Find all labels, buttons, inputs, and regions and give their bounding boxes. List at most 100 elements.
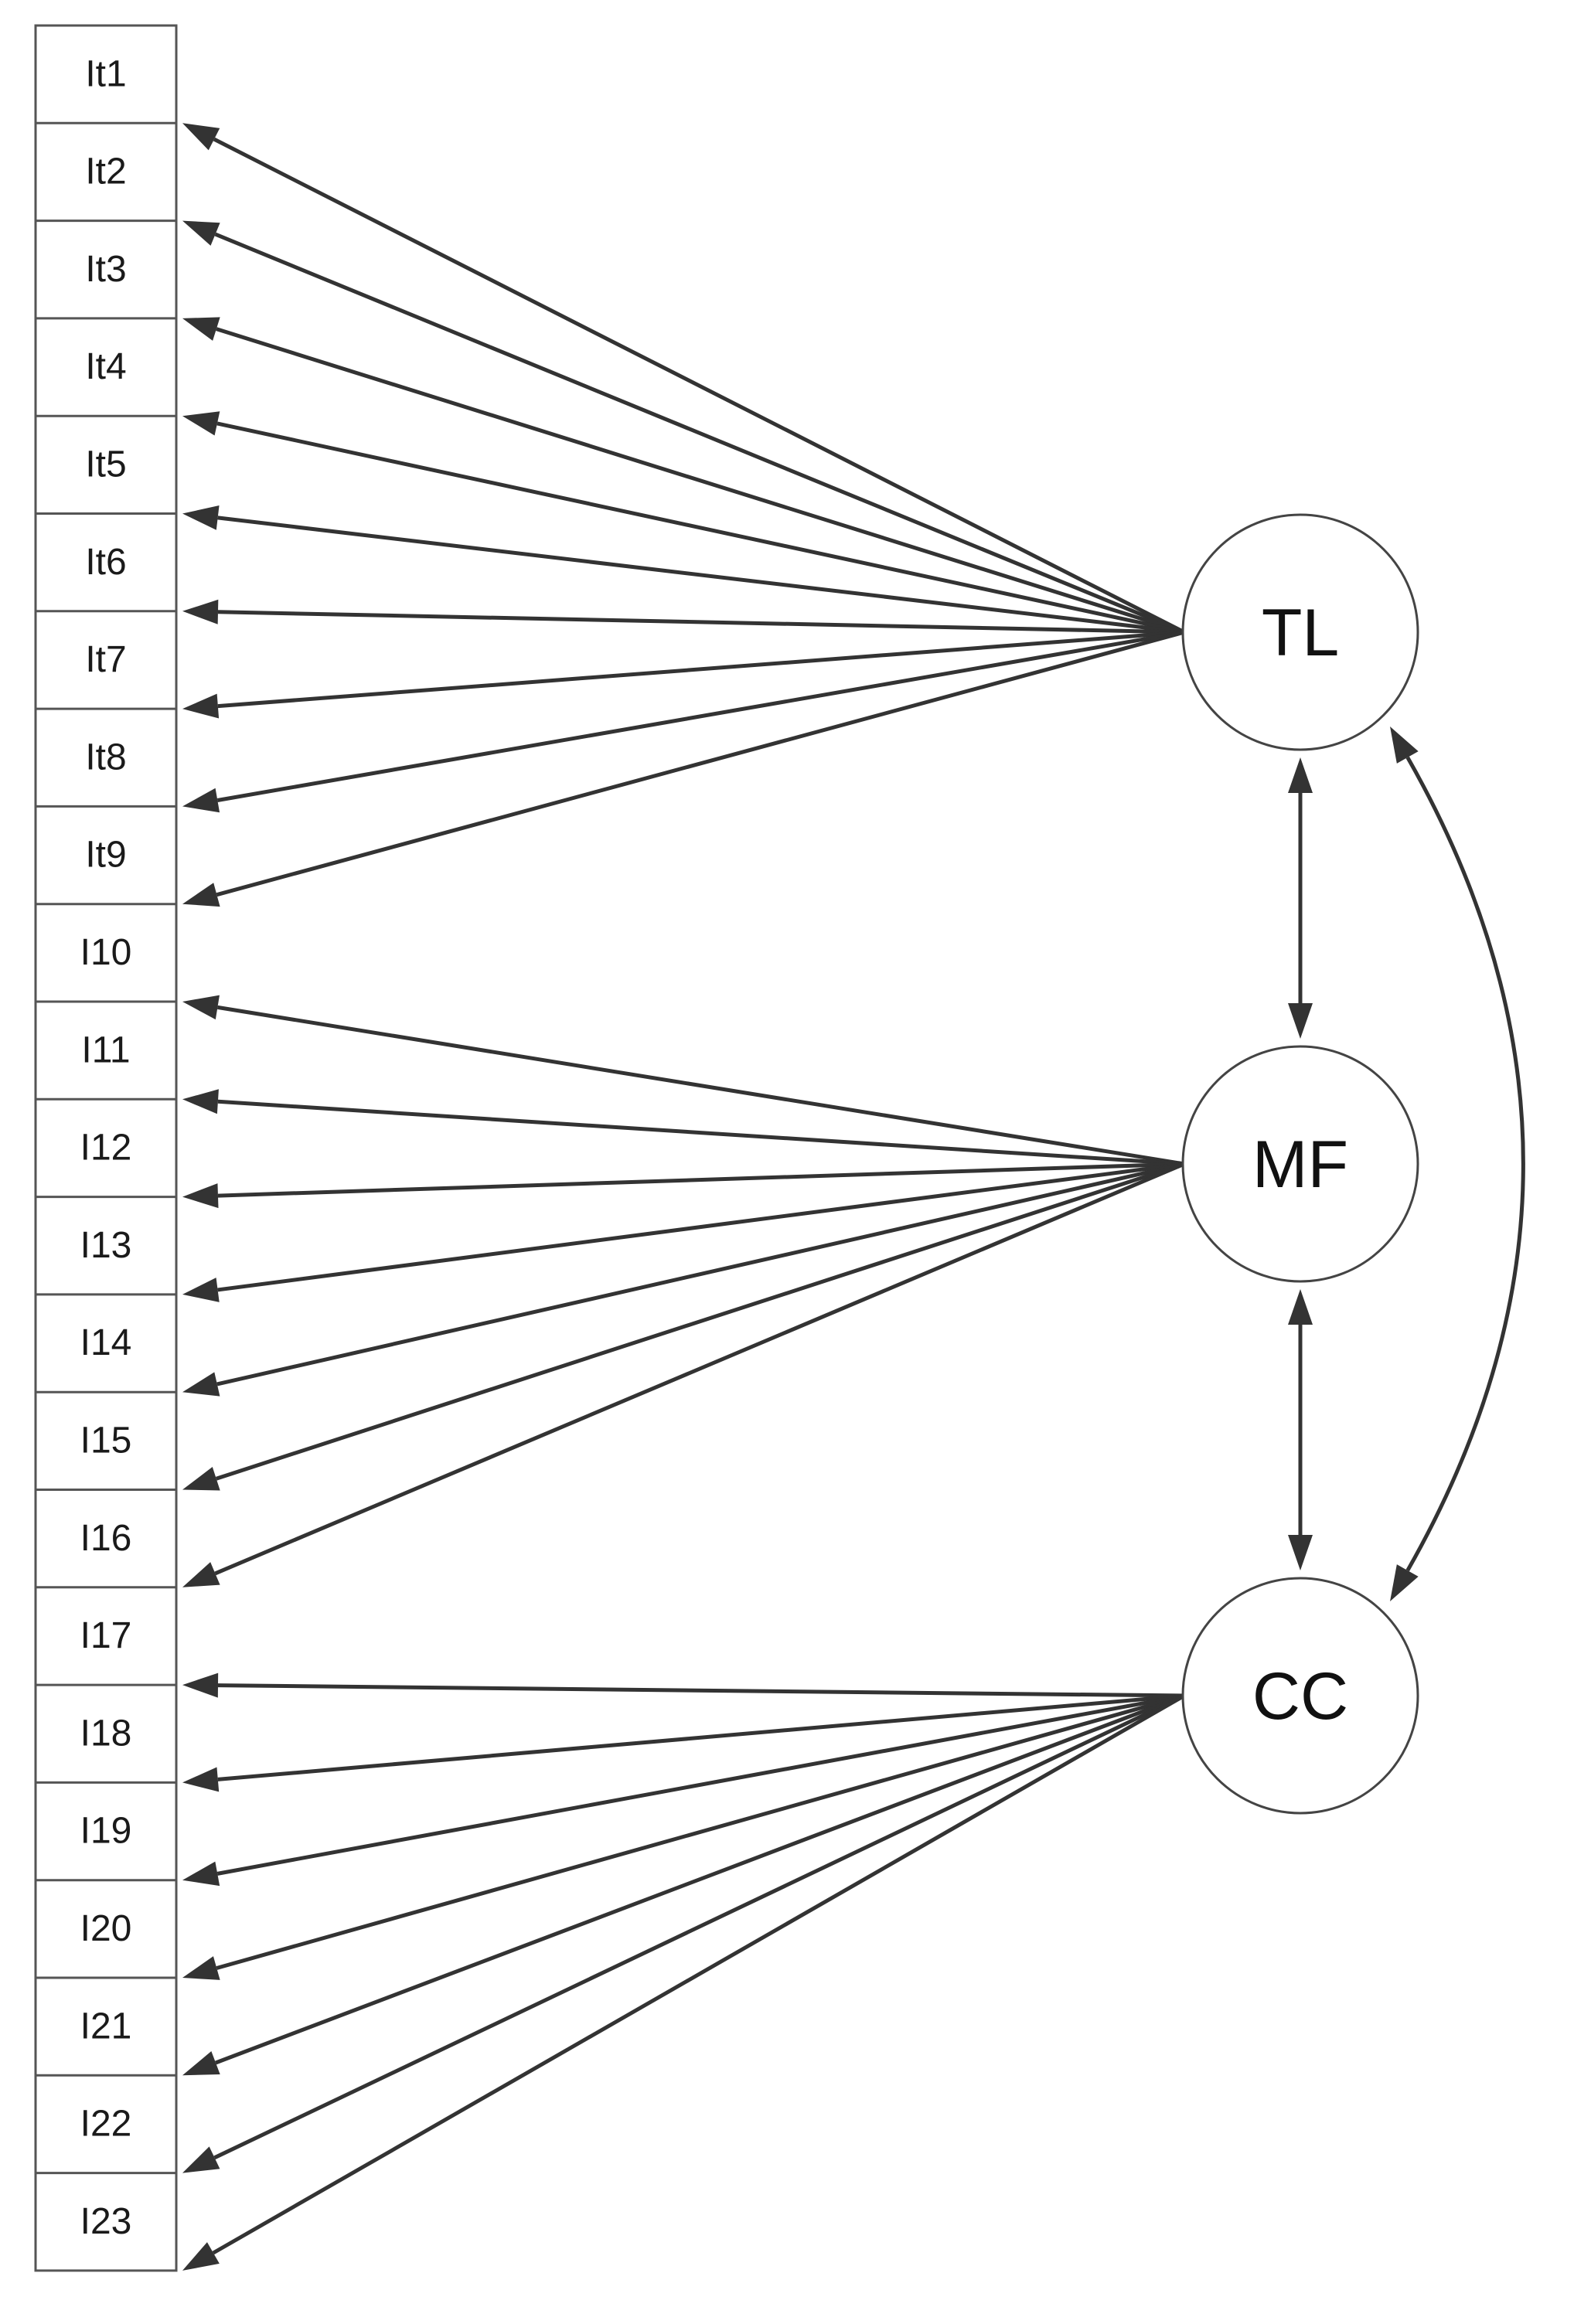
indicator-label: I18: [80, 1713, 132, 1754]
indicator-box-it4: It4: [36, 317, 176, 387]
loading-arrow-cc-i20: [182, 1693, 1185, 1980]
arrowhead: [182, 411, 220, 436]
arrowhead: [182, 1467, 220, 1491]
indicator-box-it5: It5: [36, 414, 176, 485]
factor-circle: [1181, 1577, 1419, 1815]
indicator-box-i22: I22: [36, 2074, 176, 2145]
indicator-column-frame: [34, 24, 178, 2272]
indicator-box-i12: I12: [36, 1097, 176, 1169]
loading-line: [216, 1693, 1185, 1876]
indicator-box-it1: It1: [85, 53, 126, 94]
loading-line: [215, 1693, 1185, 2065]
indicator-box-i13: I13: [36, 1196, 176, 1266]
indicator-label: I11: [81, 1029, 130, 1070]
indicator-box-i16: I16: [36, 1489, 176, 1559]
indicator-box-i23: I23: [36, 2172, 176, 2242]
arrowhead: [182, 2242, 220, 2271]
indicator-label: I20: [80, 1908, 132, 1949]
loading-arrow-mf-i13: [182, 1162, 1185, 1302]
indicator-label: I12: [80, 1128, 132, 1169]
factor-cc: CC: [1181, 1577, 1419, 1815]
indicator-box-i15: I15: [36, 1390, 176, 1461]
loading-arrow-tl-it4: [182, 411, 1185, 635]
indicator-box-it2: It2: [36, 121, 176, 192]
loading-arrow-mf-i10: [182, 995, 1185, 1166]
factor-mf: MF: [1181, 1045, 1419, 1283]
correlation-curve: [1405, 756, 1525, 1572]
arrowhead: [182, 1183, 219, 1209]
arrowhead: [182, 317, 220, 341]
correlation-arrows-layer: [1288, 726, 1525, 1601]
indicator-box-i21: I21: [36, 1976, 176, 2047]
loading-arrow-tl-it5: [182, 505, 1185, 635]
factor-circle: [1181, 1045, 1419, 1283]
loading-arrow-tl-it2: [182, 220, 1185, 635]
loading-line: [216, 1693, 1185, 1970]
loading-line: [217, 515, 1185, 635]
indicator-label: I21: [80, 2006, 132, 2047]
indicator-box-i14: I14: [36, 1293, 176, 1363]
indicator-box-i19: I19: [36, 1781, 176, 1852]
arrowhead: [182, 220, 220, 246]
loading-line: [217, 610, 1185, 635]
loading-arrow-tl-it1: [182, 123, 1186, 635]
indicator-label: It9: [85, 835, 126, 876]
loading-line: [212, 1693, 1186, 2255]
arrowhead: [182, 1372, 220, 1397]
factor-label: TL: [1262, 596, 1339, 670]
loading-arrow-cc-i18: [182, 1693, 1185, 1792]
loading-arrow-cc-i23: [182, 1693, 1186, 2271]
indicator-label: I16: [80, 1518, 132, 1559]
loading-arrow-mf-i11: [182, 1089, 1185, 1166]
indicator-label: It3: [85, 249, 126, 290]
arrowhead: [182, 1089, 219, 1114]
indicator-box-it9: It9: [36, 805, 176, 876]
indicator-label: It8: [85, 737, 126, 778]
indicator-label: It6: [85, 542, 126, 583]
loading-line: [217, 1683, 1185, 1698]
loading-line: [213, 1693, 1186, 2160]
loading-arrow-mf-i14: [182, 1162, 1185, 1397]
indicator-box-it8: It8: [36, 707, 176, 778]
indicator-label: It2: [85, 151, 126, 192]
indicator-box-i17: I17: [36, 1586, 176, 1656]
loading-arrow-tl-it6: [182, 599, 1185, 635]
loading-line: [215, 1162, 1185, 1481]
loading-arrow-mf-i12: [182, 1162, 1185, 1209]
arrowhead: [182, 123, 220, 151]
loading-line: [217, 1693, 1185, 1781]
arrowhead: [182, 1278, 220, 1302]
loading-line: [217, 1162, 1185, 1198]
indicator-box-i18: I18: [36, 1683, 176, 1754]
correlation-arrow-mf-cc: [1288, 1289, 1313, 1570]
loading-line: [216, 630, 1185, 802]
arrowhead: [182, 599, 219, 624]
indicator-label: I22: [80, 2104, 132, 2145]
arrowhead: [182, 2146, 220, 2173]
correlation-arrow-tl-mf: [1288, 757, 1313, 1039]
indicator-label: I23: [80, 2201, 132, 2242]
loading-line: [217, 630, 1185, 709]
loading-arrow-cc-i17: [182, 1672, 1185, 1698]
loading-line: [216, 421, 1185, 635]
arrowhead: [182, 505, 220, 530]
arrowhead: [1288, 757, 1313, 793]
loading-arrow-tl-it3: [182, 317, 1185, 635]
indicator-label: It7: [85, 639, 126, 680]
arrowhead: [182, 1861, 220, 1887]
indicator-label: It5: [85, 444, 126, 485]
arrowhead: [1390, 726, 1419, 764]
loading-line: [213, 137, 1186, 635]
arrowhead: [182, 1562, 220, 1587]
indicator-label: I15: [80, 1421, 132, 1461]
indicator-label: I13: [80, 1225, 132, 1266]
indicator-box-it7: It7: [36, 610, 176, 680]
factor-tl: TL: [1181, 513, 1419, 751]
arrowhead: [182, 2051, 220, 2076]
arrowhead: [182, 1956, 220, 1980]
indicator-box-i11: I11: [36, 1000, 176, 1070]
loading-arrow-cc-i22: [182, 1693, 1186, 2173]
loading-arrow-tl-it9: [182, 630, 1185, 907]
arrowhead: [1288, 1535, 1313, 1570]
